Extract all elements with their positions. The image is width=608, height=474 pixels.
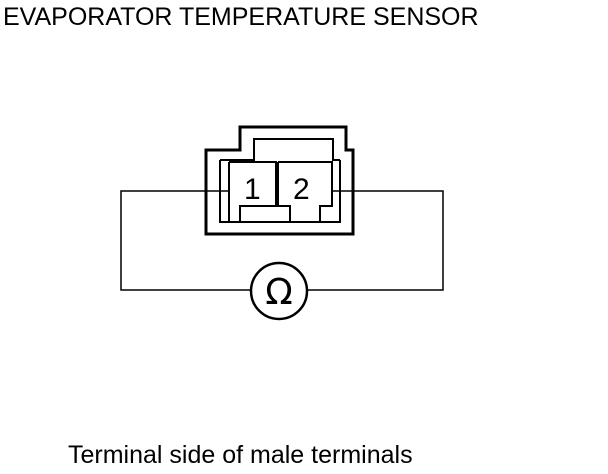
connector-inner-cavity — [219, 160, 341, 223]
ohm-symbol: Ω — [265, 272, 293, 313]
connector-outer-outline — [204, 125, 355, 236]
diagram-caption: Terminal side of male terminals — [68, 441, 413, 469]
terminal-1 — [228, 161, 277, 222]
terminal-1-outline — [228, 161, 277, 222]
pin-1-label: 1 — [244, 173, 261, 206]
wire-left — [120, 190, 251, 291]
wiring — [120, 190, 444, 291]
terminal-2 — [277, 161, 333, 222]
wire-right — [307, 190, 444, 291]
ohmmeter: Ω — [249, 261, 309, 321]
connector-inner-tab — [220, 138, 340, 161]
diagram-title: EVAPORATOR TEMPERATURE SENSOR — [3, 3, 479, 31]
terminal-2-outline — [277, 161, 333, 222]
pin-2-label: 2 — [293, 173, 310, 206]
ohmmeter-icon — [249, 261, 309, 321]
